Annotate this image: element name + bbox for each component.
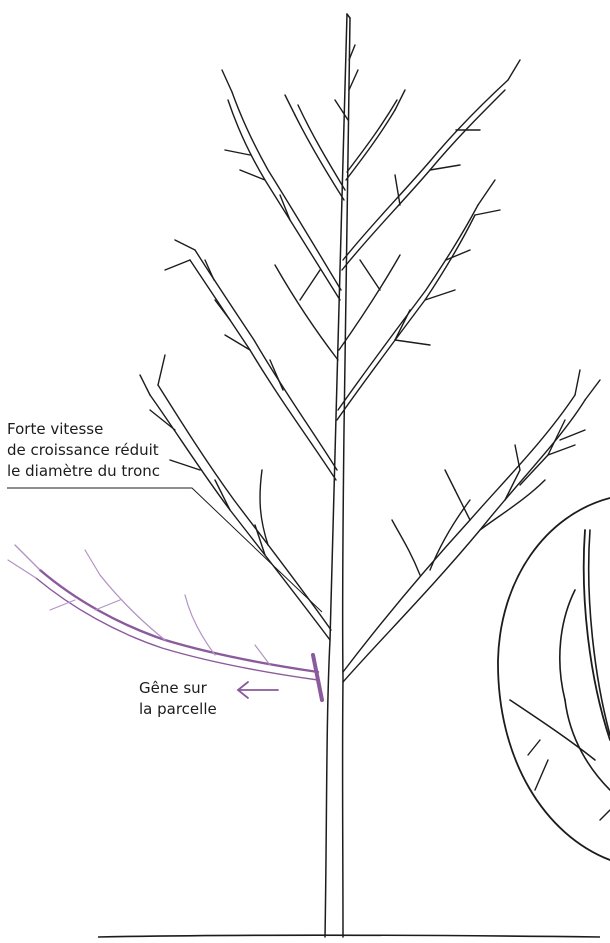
branch-nuisance-annotation: Gêne sur la parcelle [139, 678, 217, 720]
annotation-line-2: de croissance réduit [7, 440, 160, 461]
trunk [325, 14, 350, 937]
trunk-growth-annotation: Forte vitesse de croissance réduit le di… [7, 419, 160, 482]
ground-line [98, 935, 600, 937]
annotation-line-3: le diamètre du tronc [7, 461, 160, 482]
detail-magnifier [498, 498, 610, 860]
nuisance-line-1: Gêne sur [139, 678, 217, 699]
callout-leader [7, 488, 322, 612]
branches [140, 45, 600, 682]
nuisance-line-2: la parcelle [139, 699, 217, 720]
annotation-line-1: Forte vitesse [7, 419, 160, 440]
